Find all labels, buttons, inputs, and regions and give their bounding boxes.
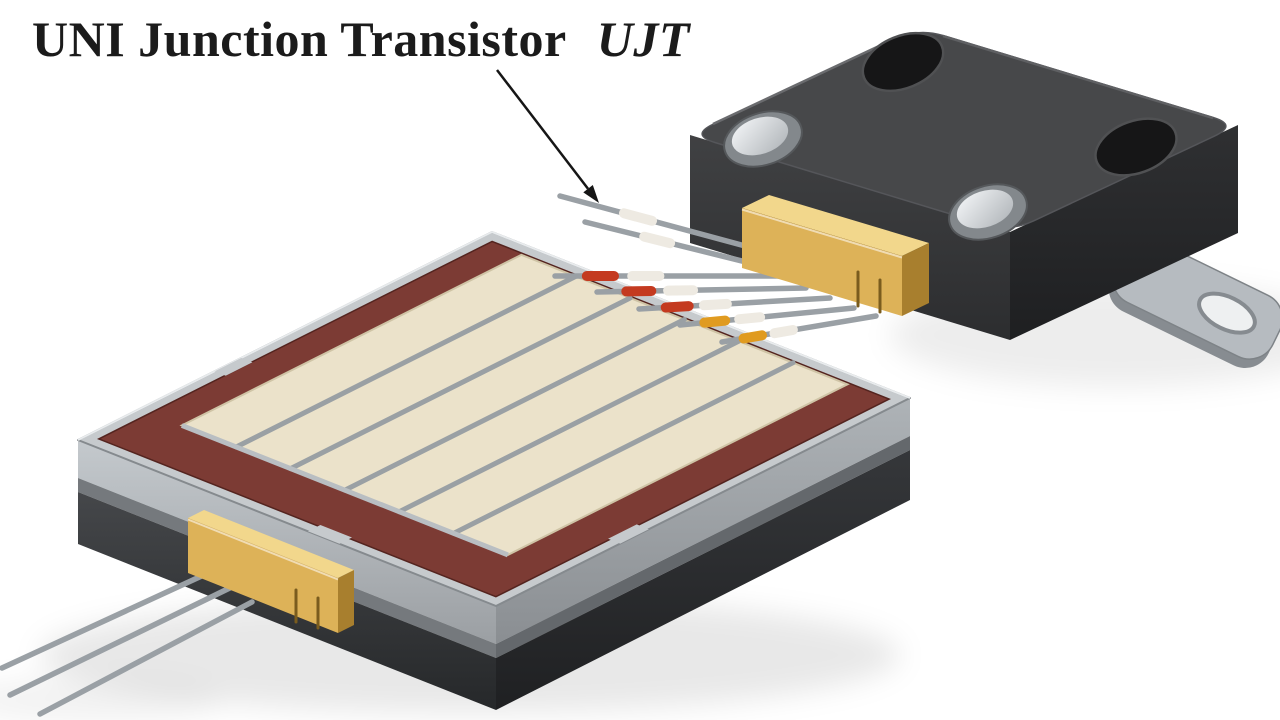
gold-block-front bbox=[742, 208, 902, 316]
wire-band-white bbox=[769, 325, 798, 339]
lead-wire bbox=[582, 219, 773, 271]
annotation-arrow bbox=[496, 69, 599, 203]
wire-band-red bbox=[660, 301, 694, 313]
module-layer-charcoal bbox=[496, 450, 910, 710]
lead-wire bbox=[7, 579, 245, 698]
screw-hole bbox=[861, 31, 945, 93]
page-title: UNI Junction Transistor UJT bbox=[32, 10, 690, 68]
title-text: UNI Junction Transistor bbox=[32, 11, 567, 67]
edge-notch bbox=[307, 525, 352, 544]
wire-band-white bbox=[619, 208, 657, 226]
wire-band-orange bbox=[699, 315, 731, 328]
strip-divider bbox=[233, 273, 579, 450]
lead-wire bbox=[0, 559, 235, 671]
gold-connector-block bbox=[741, 195, 929, 316]
ujt-package bbox=[690, 31, 1280, 369]
edge-notch bbox=[214, 357, 253, 376]
gold-block-front bbox=[188, 518, 338, 633]
package-edge-highlight bbox=[712, 37, 895, 126]
strip-divider bbox=[396, 338, 742, 515]
strip-divider bbox=[451, 360, 796, 536]
package-edge-highlight bbox=[942, 34, 1214, 120]
package-top-face bbox=[701, 31, 1227, 229]
edge-notch bbox=[608, 524, 649, 544]
lead-wires bbox=[552, 193, 879, 345]
plate-front-edge bbox=[180, 423, 509, 558]
tab-hole bbox=[1197, 291, 1257, 335]
package-right-face bbox=[1010, 125, 1238, 340]
wire-band-white bbox=[698, 298, 732, 311]
gold-highlight bbox=[187, 518, 339, 581]
arrowhead bbox=[583, 185, 599, 203]
screw-hole bbox=[1094, 117, 1178, 177]
gold-connector-block bbox=[187, 510, 354, 633]
contact-pin bbox=[723, 110, 803, 168]
ceramic-strips bbox=[179, 253, 850, 558]
title-abbreviation: UJT bbox=[596, 11, 690, 67]
gold-highlight bbox=[741, 208, 903, 259]
lead-wire bbox=[37, 599, 255, 717]
module-layer-silver bbox=[78, 440, 496, 644]
gold-block-top bbox=[188, 510, 354, 578]
gold-block-top bbox=[742, 195, 929, 256]
wire-band-orange bbox=[738, 330, 767, 344]
strip-divider bbox=[288, 295, 633, 472]
gold-block-side bbox=[338, 570, 354, 633]
lead-wire bbox=[557, 193, 763, 253]
strip-divider bbox=[342, 317, 687, 493]
wire-band-white bbox=[639, 231, 676, 249]
contact-pin bbox=[948, 183, 1028, 241]
wire-band-white bbox=[734, 312, 766, 325]
module-lead-wires bbox=[0, 559, 255, 717]
arrow-line bbox=[496, 69, 589, 190]
gold-block-side bbox=[902, 243, 929, 316]
rim-highlight bbox=[77, 230, 911, 441]
module-layer-silver bbox=[496, 398, 910, 644]
module-layer-mid bbox=[496, 436, 910, 658]
